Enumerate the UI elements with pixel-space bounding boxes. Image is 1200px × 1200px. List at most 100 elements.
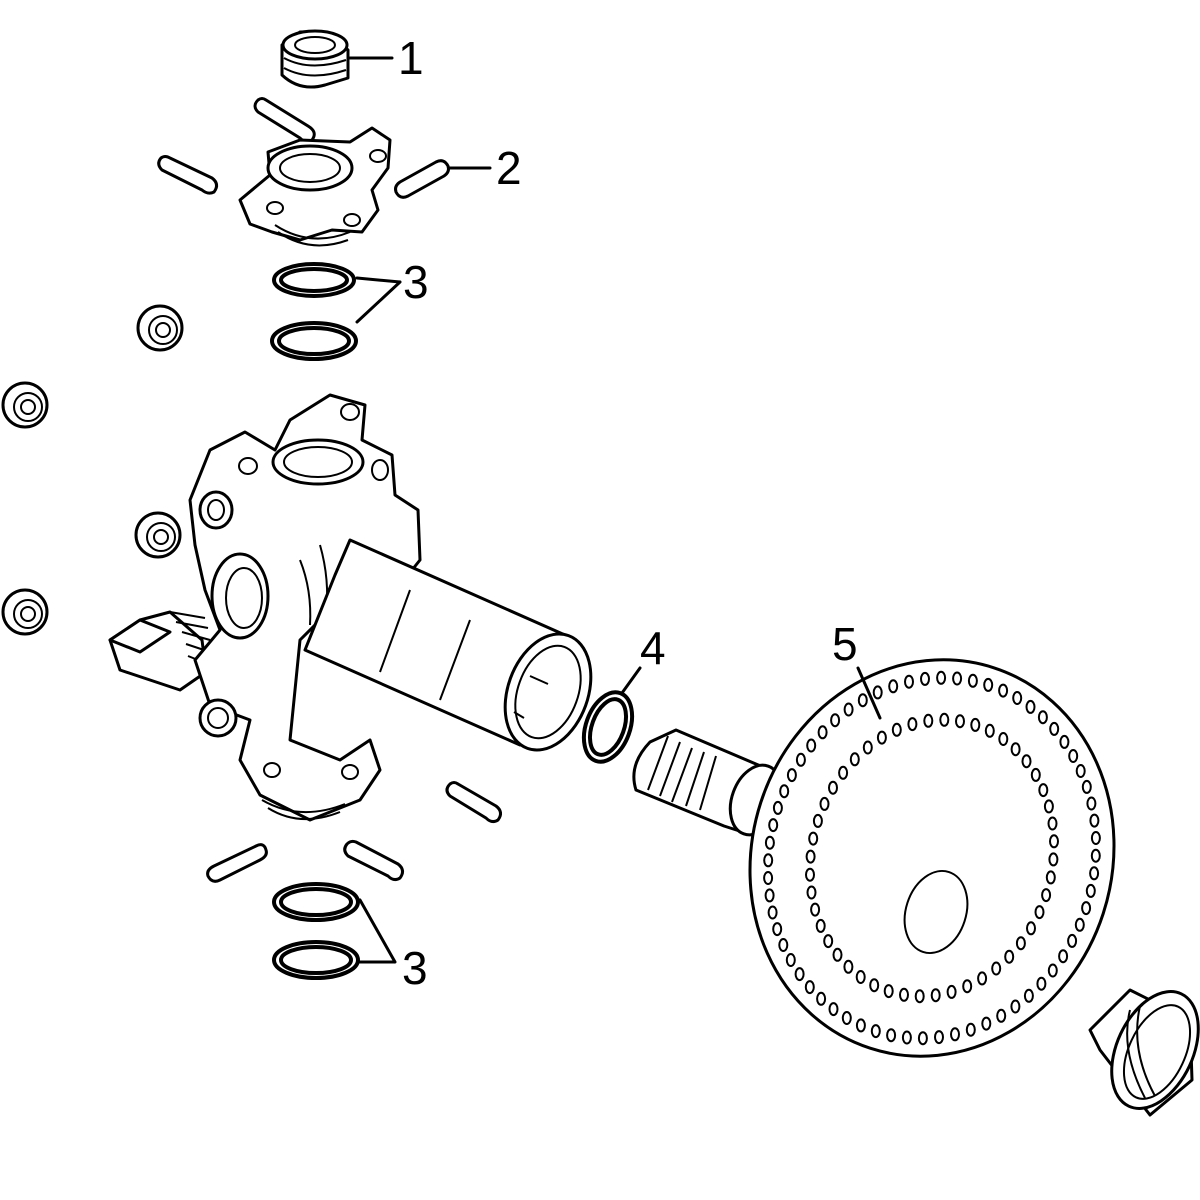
disc-hole (805, 849, 816, 864)
disc-hole (806, 885, 817, 900)
pin-lower-right (343, 839, 405, 882)
disc-hole (1010, 742, 1021, 757)
disc-holes-inner-ring (805, 712, 1059, 1004)
disc-hole (1038, 783, 1049, 798)
disc-hole (1025, 699, 1036, 714)
disc-hole (1048, 852, 1059, 867)
disc-hole (1089, 813, 1100, 828)
disc-holes-outer-ring (763, 670, 1101, 1046)
pin-top (253, 97, 316, 144)
part-2-coupling-flange (238, 126, 392, 247)
disc-hole (907, 717, 918, 732)
disc-hole (812, 813, 823, 828)
plug-stopper-3 (134, 511, 182, 559)
disc-hole (1036, 976, 1047, 991)
disc-hole (1067, 933, 1078, 948)
disc-hole (817, 725, 828, 740)
disc-hole (996, 1008, 1007, 1023)
disc-hole (981, 1016, 992, 1031)
leader-4 (620, 666, 642, 695)
disc-hole (1090, 831, 1101, 845)
disc-hole (1026, 921, 1036, 936)
disc-hole (764, 835, 775, 850)
callout-4: 4 (640, 622, 666, 674)
disc-hole (920, 671, 930, 686)
disc-hole (779, 784, 790, 799)
disc-hole (815, 918, 826, 933)
disc-hole (1059, 734, 1070, 749)
disc-hole (795, 752, 806, 767)
valve-body (188, 393, 422, 822)
pin-right (394, 159, 450, 199)
disc-hole (1068, 749, 1079, 763)
disc-hole (763, 853, 774, 868)
disc-hole (819, 796, 830, 811)
disc-hole (855, 1018, 866, 1033)
callout-3-upper: 3 (403, 256, 429, 308)
disc-hole (764, 888, 775, 903)
disc-hole (843, 702, 854, 717)
disc-hole (930, 988, 941, 1003)
pin-lower-left (206, 843, 268, 883)
disc-hole (768, 818, 779, 833)
valve-barrel (303, 538, 593, 752)
disc-hole (1081, 901, 1092, 916)
disc-hole (984, 723, 995, 738)
disc-hole (794, 967, 805, 982)
disc-hole (870, 1024, 881, 1039)
disc-hole (1058, 949, 1069, 964)
disc-hole (983, 677, 994, 692)
disc-hole (1049, 834, 1059, 849)
disc-hole (808, 831, 819, 846)
pin-left (157, 155, 219, 195)
disc-hole (1004, 949, 1015, 964)
disc-hole (828, 780, 838, 795)
disc-hole (891, 722, 902, 737)
disc-hole (1047, 963, 1058, 978)
disc-hole (838, 765, 849, 780)
part-3-o-rings-upper (270, 262, 358, 361)
disc-hole (1010, 999, 1021, 1014)
disc-hole (904, 674, 914, 689)
disc-hole (934, 1030, 944, 1045)
disc-hole (1030, 767, 1041, 782)
disc-hole (872, 685, 883, 700)
leader-lines (348, 56, 882, 964)
disc-hole (1041, 888, 1052, 903)
disc-hole (970, 717, 981, 732)
disc-hole (901, 1030, 912, 1045)
disc-hole (1037, 710, 1048, 725)
disc-hole (1015, 936, 1026, 951)
disc-hole (1021, 754, 1032, 769)
disc-hole (1047, 816, 1058, 831)
disc-hole (998, 732, 1009, 746)
disc-hole (832, 947, 843, 962)
disc-hole (1090, 848, 1101, 863)
disc-hole (810, 902, 821, 917)
callout-2: 2 (496, 142, 522, 194)
disc-hole (998, 683, 1009, 698)
disc-hole (823, 934, 834, 949)
disc-hole (946, 984, 957, 999)
retaining-pins (157, 97, 503, 883)
disc-hole (805, 867, 815, 882)
disc-hole (955, 714, 965, 729)
part-4-o-ring (581, 690, 635, 764)
plug-stopper-2 (1, 381, 49, 429)
part-1-threaded-nut (280, 29, 350, 89)
disc-hole (899, 987, 909, 1002)
threaded-square-plug (108, 610, 211, 692)
disc-hole (828, 1002, 839, 1017)
pin-lower-center (445, 781, 503, 824)
disc-hole (876, 730, 887, 745)
disc-hole (778, 938, 789, 952)
disc-hole (804, 980, 815, 995)
disc-hole (1045, 870, 1056, 885)
disc-hole (1023, 988, 1034, 1003)
disc-hole (862, 740, 873, 755)
disc-hole (1034, 905, 1045, 920)
disc-hole (883, 984, 894, 999)
disc-hole (869, 978, 880, 993)
plug-stopper-1 (136, 304, 184, 352)
